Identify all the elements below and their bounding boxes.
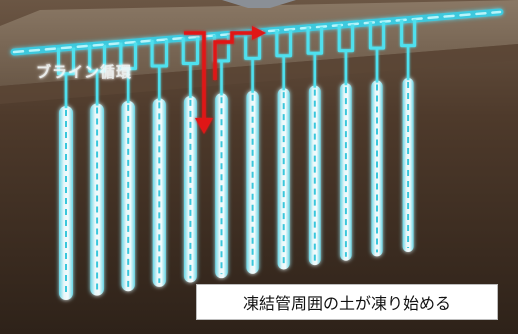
flow-arrow-out [213,31,256,80]
brine-circulation-label: ブライン循環 [36,63,133,81]
flow-arrow-out-head [252,26,266,40]
riser-loop [244,32,262,60]
frozen-column [308,85,321,266]
frozen-column [371,80,383,257]
surface-edge [0,44,518,104]
riser-loop [119,42,138,71]
caption-box: 凍結管周囲の土が凍り始める [196,284,498,320]
frozen-column [246,90,259,274]
frozen-column [340,83,352,261]
freeze-pipe-group [59,78,414,300]
frozen-column [277,88,290,270]
top-arrow-hint [222,0,296,8]
riser-loop [337,24,355,53]
brine-flow-arrows [184,26,266,134]
flow-arrow-in [184,31,206,122]
flow-arrow-in-head [195,118,213,134]
riser-loop-group [57,19,417,108]
